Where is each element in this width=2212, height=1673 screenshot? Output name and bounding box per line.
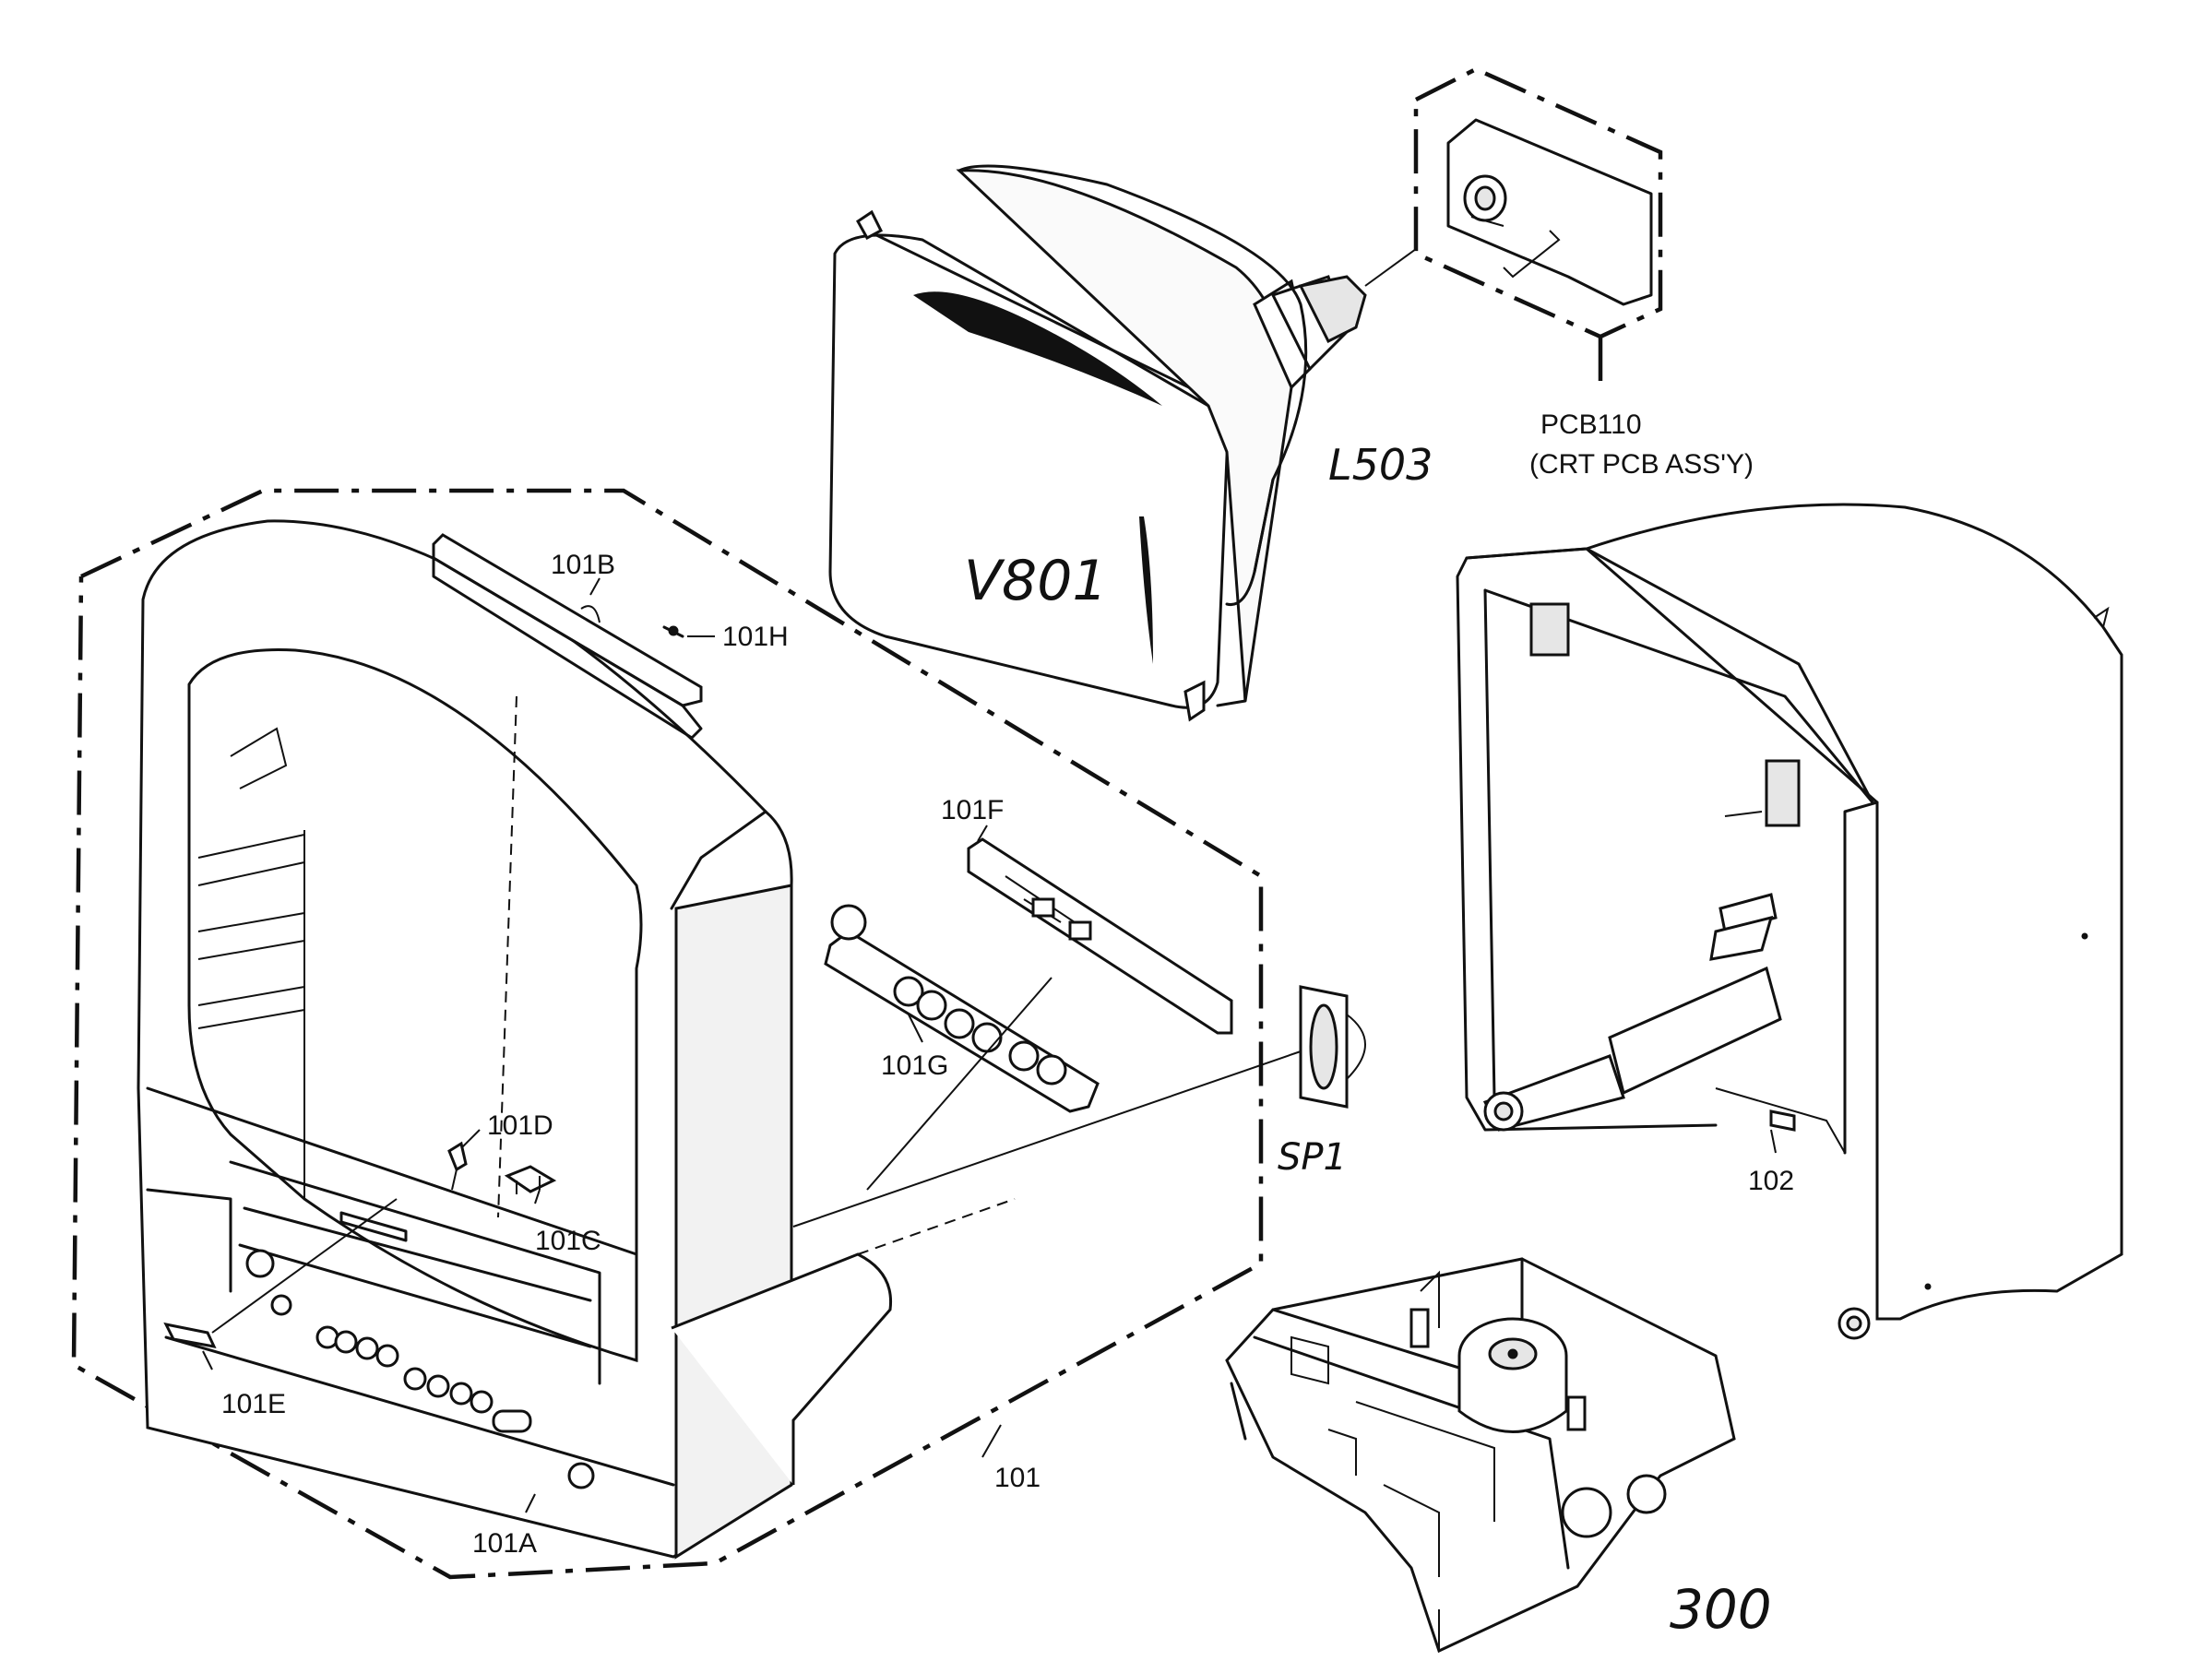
pcb110-label: PCB110 <box>1540 409 1642 440</box>
101h-label: 101H <box>722 622 789 652</box>
panel-bracket-101f <box>967 837 1233 1035</box>
l503-label: L503 <box>1328 440 1433 490</box>
crt-pcb-boundary <box>1413 66 1663 387</box>
300-label: 300 <box>1670 1578 1772 1641</box>
101b-label: 101B <box>551 550 615 580</box>
crt-tube-v801 <box>828 169 1367 722</box>
fastener-101h <box>662 625 684 638</box>
sp1-label: SP1 <box>1278 1136 1347 1179</box>
vcr-mechanism-300 <box>1225 1257 1736 1654</box>
101c-label: 101C <box>535 1226 601 1256</box>
rear-cabinet-102 <box>1456 503 2123 1340</box>
keyboard-pcb-101g <box>824 904 1100 1113</box>
101d-label: 101D <box>487 1110 553 1141</box>
101-label: 101 <box>994 1463 1041 1493</box>
speaker-sp1 <box>1299 985 1366 1109</box>
neck-connector-line <box>1364 248 1417 287</box>
badge-101e <box>163 1322 217 1348</box>
pcb110-description-label: (CRT PCB ASS'Y) <box>1529 449 1754 480</box>
label-leaders <box>202 577 1777 1513</box>
part-101d <box>447 1141 468 1191</box>
v801-label: V801 <box>964 549 1108 613</box>
102-label: 102 <box>1748 1166 1794 1196</box>
101e-label: 101E <box>221 1389 286 1419</box>
crt-pcb-pcb110 <box>1446 118 1653 306</box>
101a-label: 101A <box>472 1528 537 1559</box>
deflection-yoke-l503 <box>957 164 1308 607</box>
101f-label: 101F <box>941 795 1004 825</box>
101g-label: 101G <box>881 1050 948 1081</box>
assembly-leader-lines <box>211 695 1302 1334</box>
top-bracket-101b <box>432 533 703 740</box>
part-101c <box>504 1165 557 1194</box>
front-cabinet-101a <box>137 519 893 1560</box>
